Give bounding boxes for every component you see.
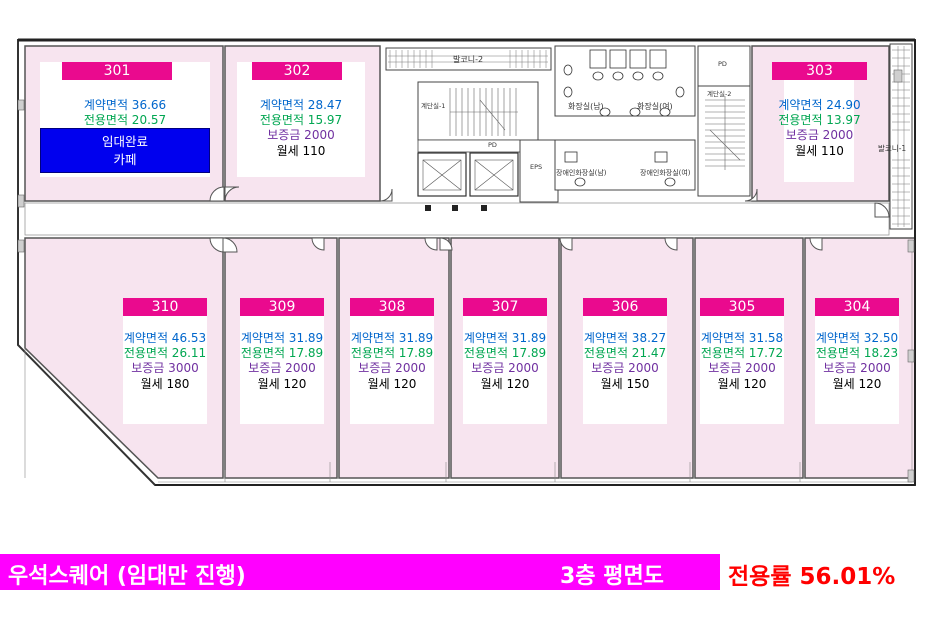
- unit-310[interactable]: 310 계약면적 46.53 전용면적 26.11 보증금 3000 월세 18…: [115, 298, 215, 424]
- unit-307[interactable]: 307 계약면적 31.89 전용면적 17.89 보증금 2000 월세 12…: [455, 298, 555, 424]
- exclusive-area: 전용면적 15.97: [259, 113, 343, 127]
- floor-title: 3층 평면도: [560, 564, 664, 589]
- deposit: 보증금 2000: [471, 361, 539, 375]
- accessible-restroom-male-label: 장애인화장실(남): [556, 169, 607, 177]
- unit-number: 310: [123, 298, 207, 316]
- unit-label-box: [784, 62, 854, 182]
- exclusive-area: 전용면적 20.57: [83, 113, 167, 127]
- eps-label: EPS: [530, 163, 543, 171]
- monthly-rent: 월세 180: [140, 377, 190, 391]
- balcony-2-label: 발코니-2: [453, 55, 484, 64]
- contract-area: 계약면적 46.53: [123, 331, 207, 345]
- contract-area: 계약면적 36.66: [83, 98, 167, 112]
- unit-number: 302: [252, 62, 342, 80]
- floor-plan: 발코니-2 발코니-1 계단실-1 계단실-2 화장실(남) 화장실(여) 장애…: [17, 38, 916, 486]
- deposit: 보증금 2000: [823, 361, 891, 375]
- deposit: 보증금 2000: [267, 128, 335, 142]
- exclusive-area: 전용면적 21.47: [583, 346, 667, 360]
- unit-number: 305: [700, 298, 784, 316]
- unit-number: 307: [463, 298, 547, 316]
- restroom-male-label: 화장실(남): [568, 102, 604, 111]
- contract-area: 계약면적 31.89: [350, 331, 434, 345]
- monthly-rent: 월세 120: [367, 377, 417, 391]
- unit-label-box: [463, 298, 547, 424]
- exclusive-area: 전용면적 18.23: [815, 346, 899, 360]
- exclusive-ratio: 전용률 56.01%: [728, 564, 896, 590]
- accessible-restroom-female-label: 장애인화장실(여): [640, 169, 691, 177]
- unit-309[interactable]: 309 계약면적 31.89 전용면적 17.89 보증금 2000 월세 12…: [232, 298, 332, 424]
- unit-label-box: [350, 298, 434, 424]
- unit-number: 304: [815, 298, 899, 316]
- monthly-rent: 월세 120: [480, 377, 530, 391]
- exclusive-area: 전용면적 17.72: [700, 346, 784, 360]
- unit-number: 301: [62, 62, 172, 80]
- deposit: 보증금 2000: [358, 361, 426, 375]
- stair-1-label: 계단실-1: [421, 102, 446, 110]
- exclusive-area: 전용면적 17.89: [240, 346, 324, 360]
- contract-area: 계약면적 31.89: [240, 331, 324, 345]
- exclusive-area: 전용면적 26.11: [123, 346, 207, 360]
- contract-area: 계약면적 31.89: [463, 331, 547, 345]
- stair-2-label: 계단실-2: [707, 90, 732, 98]
- unit-label-box: [240, 298, 324, 424]
- restroom-female-label: 화장실(여): [637, 102, 673, 111]
- unit-label-box: [237, 62, 365, 177]
- contract-area: 계약면적 28.47: [259, 98, 343, 112]
- contract-area: 계약면적 31.58: [700, 331, 784, 345]
- monthly-rent: 월세 110: [795, 144, 844, 158]
- unit-305[interactable]: 305 계약면적 31.58 전용면적 17.72 보증금 2000 월세 12…: [690, 298, 794, 424]
- contract-area: 계약면적 32.50: [815, 331, 899, 345]
- unit-308[interactable]: 308 계약면적 31.89 전용면적 17.89 보증금 2000 월세 12…: [342, 298, 442, 424]
- deposit: 보증금 2000: [785, 128, 854, 142]
- monthly-rent: 월세 150: [600, 377, 650, 391]
- exclusive-area: 전용면적 17.89: [463, 346, 547, 360]
- pd-label-1: PD: [488, 141, 497, 149]
- unit-302[interactable]: 302 계약면적 28.47 전용면적 15.97 보증금 2000 월세 11…: [237, 62, 365, 177]
- monthly-rent: 월세 120: [257, 377, 307, 391]
- unit-number: 309: [240, 298, 324, 316]
- exclusive-area: 전용면적 13.97: [778, 113, 861, 127]
- rented-status: 임대완료: [101, 134, 148, 149]
- deposit: 보증금 2000: [591, 361, 659, 375]
- contract-area: 계약면적 38.27: [583, 331, 667, 345]
- deposit: 보증금 3000: [131, 361, 199, 375]
- unit-label-box: [123, 298, 207, 424]
- pd-label-2: PD: [718, 60, 727, 68]
- unit-306[interactable]: 306 계약면적 38.27 전용면적 21.47 보증금 2000 월세 15…: [575, 298, 675, 424]
- unit-label-box: [583, 298, 667, 424]
- monthly-rent: 월세 120: [832, 377, 882, 391]
- building-title: 우석스퀘어 (임대만 진행): [8, 564, 246, 589]
- rented-tenant: 카페: [113, 152, 137, 167]
- monthly-rent: 월세 110: [276, 144, 326, 158]
- balcony-1-label: 발코니-1: [878, 144, 907, 153]
- unit-label-box: [700, 298, 784, 424]
- unit-number: 306: [583, 298, 667, 316]
- unit-number: 308: [350, 298, 434, 316]
- unit-303[interactable]: 303 계약면적 24.90 전용면적 13.97 보증금 2000 월세 11…: [772, 62, 867, 182]
- rented-badge: 임대완료 카페: [40, 128, 210, 173]
- footer-bar: [0, 554, 720, 590]
- monthly-rent: 월세 120: [717, 377, 767, 391]
- unit-label-box: [815, 298, 899, 424]
- deposit: 보증금 2000: [708, 361, 776, 375]
- exclusive-area: 전용면적 17.89: [350, 346, 434, 360]
- unit-304[interactable]: 304 계약면적 32.50 전용면적 18.23 보증금 2000 월세 12…: [805, 298, 909, 424]
- unit-number: 303: [772, 62, 867, 80]
- deposit: 보증금 2000: [248, 361, 316, 375]
- contract-area: 계약면적 24.90: [778, 98, 861, 112]
